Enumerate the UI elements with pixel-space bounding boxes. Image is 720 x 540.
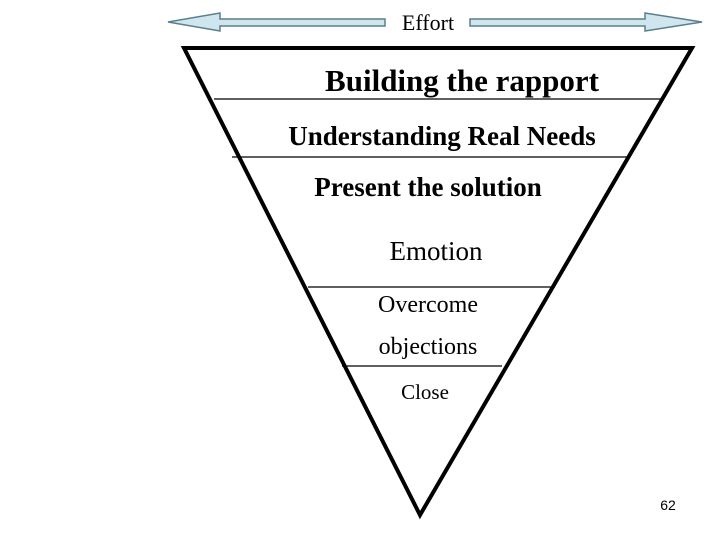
effort-label: Effort <box>402 10 454 35</box>
stage-label-close: Close <box>401 380 449 404</box>
funnel-outline <box>180 46 696 520</box>
stage-label-building-rapport: Building the rapport <box>325 63 600 98</box>
effort-arrow-right <box>469 12 703 32</box>
effort-arrow <box>167 12 703 32</box>
stage-label-understanding-needs: Understanding Real Needs <box>288 121 596 151</box>
stage-label-objections: objections <box>379 334 478 360</box>
page-number: 62 <box>660 497 676 513</box>
stage-label-overcome: Overcome <box>378 292 478 318</box>
effort-arrow-left <box>167 12 386 32</box>
stage-label-present-solution: Present the solution <box>314 172 542 202</box>
stage-label-emotion: Emotion <box>390 236 483 266</box>
